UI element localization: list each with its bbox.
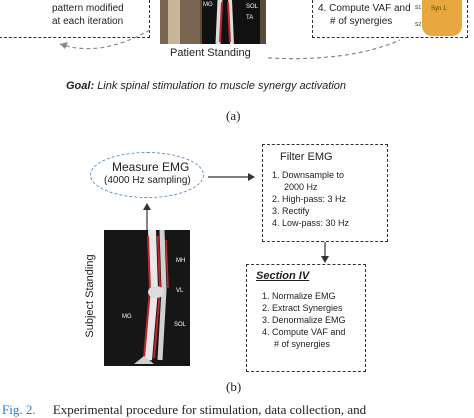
section-step-4: 4. Compute VAF and [262, 327, 346, 337]
patient-standing-label: Patient Standing [170, 47, 251, 59]
filter-step-4: 4. Low-pass: 30 Hz [272, 218, 350, 228]
s1-label: S1 [415, 5, 422, 11]
figure-caption-label: Fig. 2. [2, 402, 36, 417]
figure-caption-text: Experimental procedure for stimulation, … [52, 402, 367, 417]
filter-emg-box [262, 144, 388, 242]
filter-step-1b: 2000 Hz [284, 182, 318, 192]
filter-emg-title: Filter EMG [280, 151, 333, 163]
section-iv-title: Section IV [256, 270, 310, 282]
section-iv-box [246, 264, 366, 372]
synergy-photo-text: Syn 1 [431, 6, 447, 12]
caption-a: (a) [226, 108, 241, 123]
figure-caption: Fig. 2. Experimental procedure for stimu… [2, 402, 366, 418]
arrow-to-filter [208, 173, 255, 181]
filter-step-1: 1. Downsample to [272, 170, 345, 180]
pattern-box [0, 0, 150, 38]
filter-step-2: 2. High-pass: 3 Hz [272, 194, 347, 204]
pattern-text-line2: at each iteration [52, 16, 124, 27]
section-step-2: 2. Extract Synergies [262, 303, 343, 313]
muscle-label-mg: MG [122, 314, 132, 320]
measure-emg-ellipse [90, 152, 204, 198]
section-step-1: 1. Normalize EMG [262, 291, 336, 301]
section-steps-list: 1. Normalize EMG 2. Extract Synergies 3.… [262, 290, 346, 350]
section-step-4b: # of synergies [274, 339, 331, 349]
muscle-label-sol: SOL [174, 322, 187, 328]
arrow-to-section [321, 242, 329, 263]
subject-standing-label: Subject Standing [84, 254, 96, 338]
muscle-label-sol: SOL [246, 4, 259, 10]
steps-line1: 4. Compute VAF and [318, 3, 411, 14]
goal-line: Goal: Link spinal stimulation to muscle … [66, 80, 346, 92]
muscle-label-ta: TA [246, 15, 254, 21]
muscle-label-mh: MH [176, 258, 186, 264]
measure-emg-sampling: (4000 Hz sampling) [104, 175, 191, 186]
caption-b: (b) [226, 379, 242, 394]
filter-steps-list: 1. Downsample to 2000 Hz 2. High-pass: 3… [272, 169, 349, 229]
steps-line2: # of synergies [330, 16, 393, 27]
arrow-to-measure [143, 203, 151, 230]
feedback-loop-arrows [59, 29, 401, 60]
pattern-text-line1: pattern modified [52, 3, 124, 14]
patient-leg-image: MG SOL TA [160, 0, 266, 44]
muscle-label-mg: MG [203, 2, 213, 8]
goal-text: Link spinal stimulation to muscle synerg… [97, 80, 347, 92]
s2-label: S2 [415, 22, 422, 28]
filter-step-3: 3. Rectify [272, 206, 310, 216]
subject-leg-image: MH VL MG SOL [104, 230, 190, 366]
goal-label: Goal: [66, 80, 95, 92]
muscle-label-vl: VL [176, 288, 184, 294]
section-step-3: 3. Denormalize EMG [262, 315, 346, 325]
measure-emg-title: Measure EMG [112, 160, 190, 174]
synergy-photo: Syn 1 [422, 0, 462, 36]
